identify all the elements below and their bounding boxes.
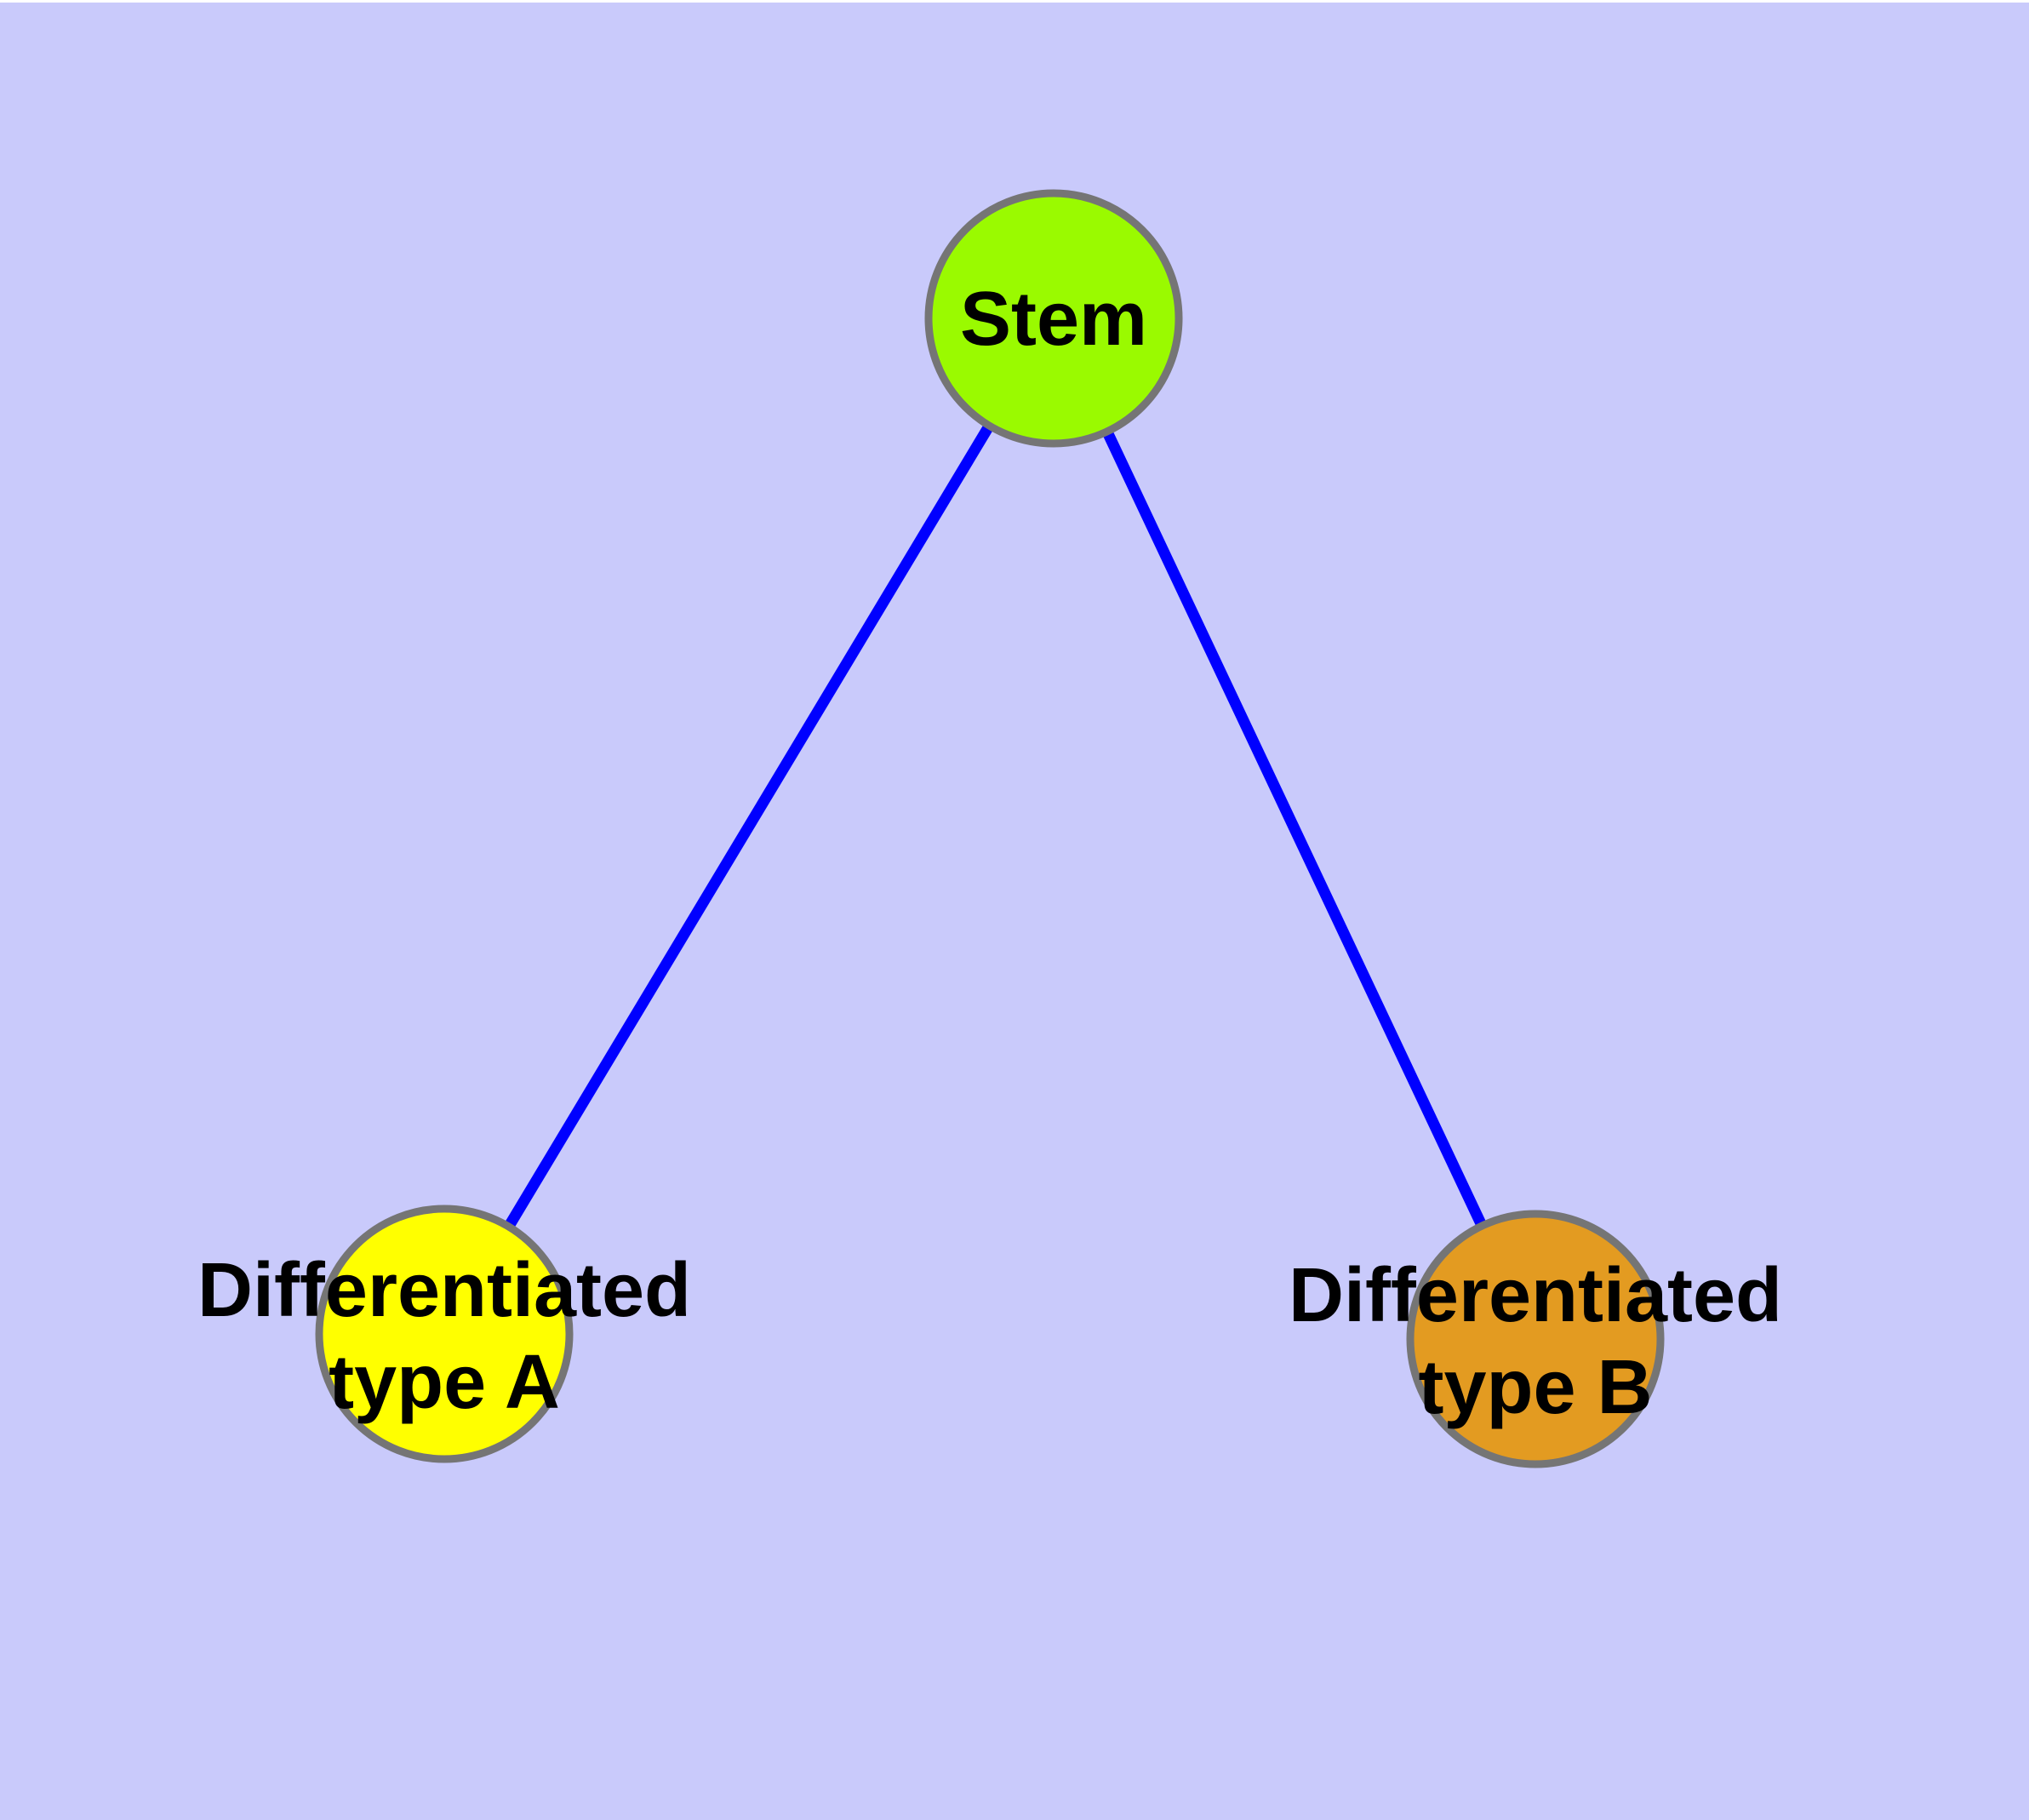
node-stem <box>924 189 1183 448</box>
node-type-a-label-line2: type A <box>329 1340 560 1425</box>
edge-stem-to-type-a <box>439 315 1059 1337</box>
node-type-b-label-line1: Differentiated <box>1289 1253 1782 1338</box>
node-type-a <box>315 1205 574 1463</box>
edge-stem-to-type-b <box>1049 316 1540 1342</box>
node-type-a-label-line1: Differentiated <box>197 1248 691 1333</box>
node-type-b <box>1406 1210 1665 1468</box>
node-type-b-label-line2: type B <box>1418 1345 1652 1430</box>
top-frame-line <box>0 0 2029 3</box>
node-stem-label: Stem <box>960 277 1147 362</box>
